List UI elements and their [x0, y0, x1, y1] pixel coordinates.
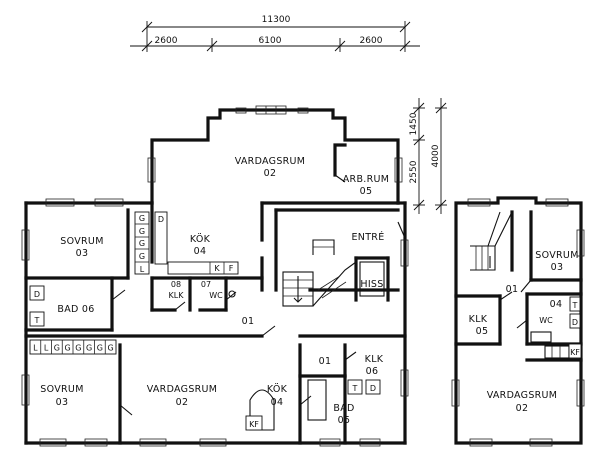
label-wc-07: 07 — [201, 280, 211, 289]
dim-right: 2600 — [360, 36, 383, 46]
horizontal-dimensions: 11300 2600 6100 2600 — [130, 15, 420, 52]
svg-text:D: D — [34, 290, 40, 299]
svg-text:03: 03 — [56, 397, 69, 408]
svg-text:G: G — [139, 239, 145, 248]
svg-text:KF: KF — [570, 348, 580, 357]
dim-v-lower: 2550 — [409, 160, 419, 183]
svg-text:G: G — [86, 344, 92, 353]
bath-06-fixtures: D T — [29, 285, 45, 327]
dim-middle: 6100 — [259, 36, 282, 46]
svg-text:KLK: KLK — [169, 291, 185, 300]
label-hiss: HISS — [360, 279, 383, 290]
svg-text:D: D — [158, 215, 164, 224]
label-corridor-01: 01 — [242, 316, 255, 327]
label-corridor-01b: 01 — [319, 356, 332, 367]
dim-total: 11300 — [262, 15, 291, 25]
svg-text:KF: KF — [249, 420, 259, 429]
room-labels-right: SOVRUM 03 01 KLK 05 04 WC VARDAGSRUM 02 — [469, 250, 579, 414]
svg-text:02: 02 — [264, 168, 277, 179]
svg-text:T: T — [572, 301, 578, 310]
label-r-04: 04 — [550, 299, 563, 310]
svg-text:G: G — [139, 252, 145, 261]
svg-text:05: 05 — [360, 186, 373, 197]
svg-text:G: G — [64, 344, 70, 353]
label-sovrum-bl: SOVRUM — [40, 384, 83, 395]
svg-text:03: 03 — [551, 262, 564, 273]
svg-text:05: 05 — [476, 326, 489, 337]
svg-text:05: 05 — [338, 415, 351, 426]
dim-v-total: 4000 — [431, 144, 441, 167]
label-r-vardagsrum: VARDAGSRUM — [487, 390, 558, 401]
svg-text:G: G — [54, 344, 60, 353]
label-vardagsrum-top: VARDAGSRUM — [235, 156, 306, 167]
wc-fixture — [228, 290, 236, 298]
svg-text:G: G — [107, 344, 113, 353]
label-bad-05: BAD — [333, 403, 354, 414]
svg-text:G: G — [75, 344, 81, 353]
label-vardagsrum-bm: VARDAGSRUM — [147, 384, 218, 395]
svg-text:T: T — [34, 316, 40, 325]
right-stairwell — [470, 211, 513, 271]
stairwell — [282, 239, 357, 307]
svg-text:04: 04 — [194, 246, 207, 257]
dim-left: 2600 — [155, 36, 178, 46]
right-apartment-walls — [451, 196, 585, 447]
label-sovrum-tl: SOVRUM — [60, 236, 103, 247]
svg-text:D: D — [370, 384, 376, 393]
svg-text:T: T — [352, 384, 358, 393]
interior-walls-main — [24, 143, 407, 445]
bath-05-fixtures: T D KF — [245, 379, 381, 431]
label-kok-bm: KÖK — [267, 384, 288, 395]
svg-text:02: 02 — [176, 397, 189, 408]
svg-text:L: L — [140, 265, 145, 274]
label-r-01: 01 — [506, 284, 519, 295]
label-r-klk: KLK — [469, 314, 488, 325]
elevator-shaft — [359, 261, 385, 297]
label-r-wc: WC — [539, 316, 553, 325]
kitchen-counter-top: D K F — [154, 211, 239, 275]
room-labels-main: VARDAGSRUM 02 ARB.RUM 05 SOVRUM 03 KÖK 0… — [40, 156, 389, 426]
label-kok-top: KÖK — [190, 234, 211, 245]
svg-text:L: L — [33, 344, 38, 353]
svg-text:06: 06 — [366, 366, 379, 377]
svg-text:03: 03 — [76, 248, 89, 259]
svg-text:WC: WC — [209, 291, 223, 300]
vertical-dimensions: 1450 2550 4000 — [409, 98, 447, 214]
wardrobe-column: G G G G L — [134, 211, 150, 275]
svg-text:G: G — [97, 344, 103, 353]
label-r-sovrum: SOVRUM — [535, 250, 578, 261]
wardrobe-row: L L G G G G G G — [29, 339, 117, 355]
svg-text:04: 04 — [271, 397, 284, 408]
dim-v-upper: 1450 — [409, 112, 419, 135]
label-entre: ENTRÉ — [351, 231, 384, 243]
label-arb-rum: ARB.RUM — [343, 174, 390, 185]
label-klk-08: 08 — [171, 280, 181, 289]
svg-text:F: F — [229, 264, 234, 273]
svg-text:G: G — [139, 227, 145, 236]
svg-text:K: K — [214, 264, 220, 273]
svg-text:D: D — [572, 318, 578, 327]
label-bad-06: BAD 06 — [57, 304, 94, 315]
main-building-walls — [21, 105, 409, 447]
svg-text:02: 02 — [516, 403, 529, 414]
label-klk-06: KLK — [365, 354, 384, 365]
right-bath-fixtures: T D KF — [530, 296, 582, 359]
svg-text:G: G — [139, 214, 145, 223]
svg-text:L: L — [44, 344, 49, 353]
